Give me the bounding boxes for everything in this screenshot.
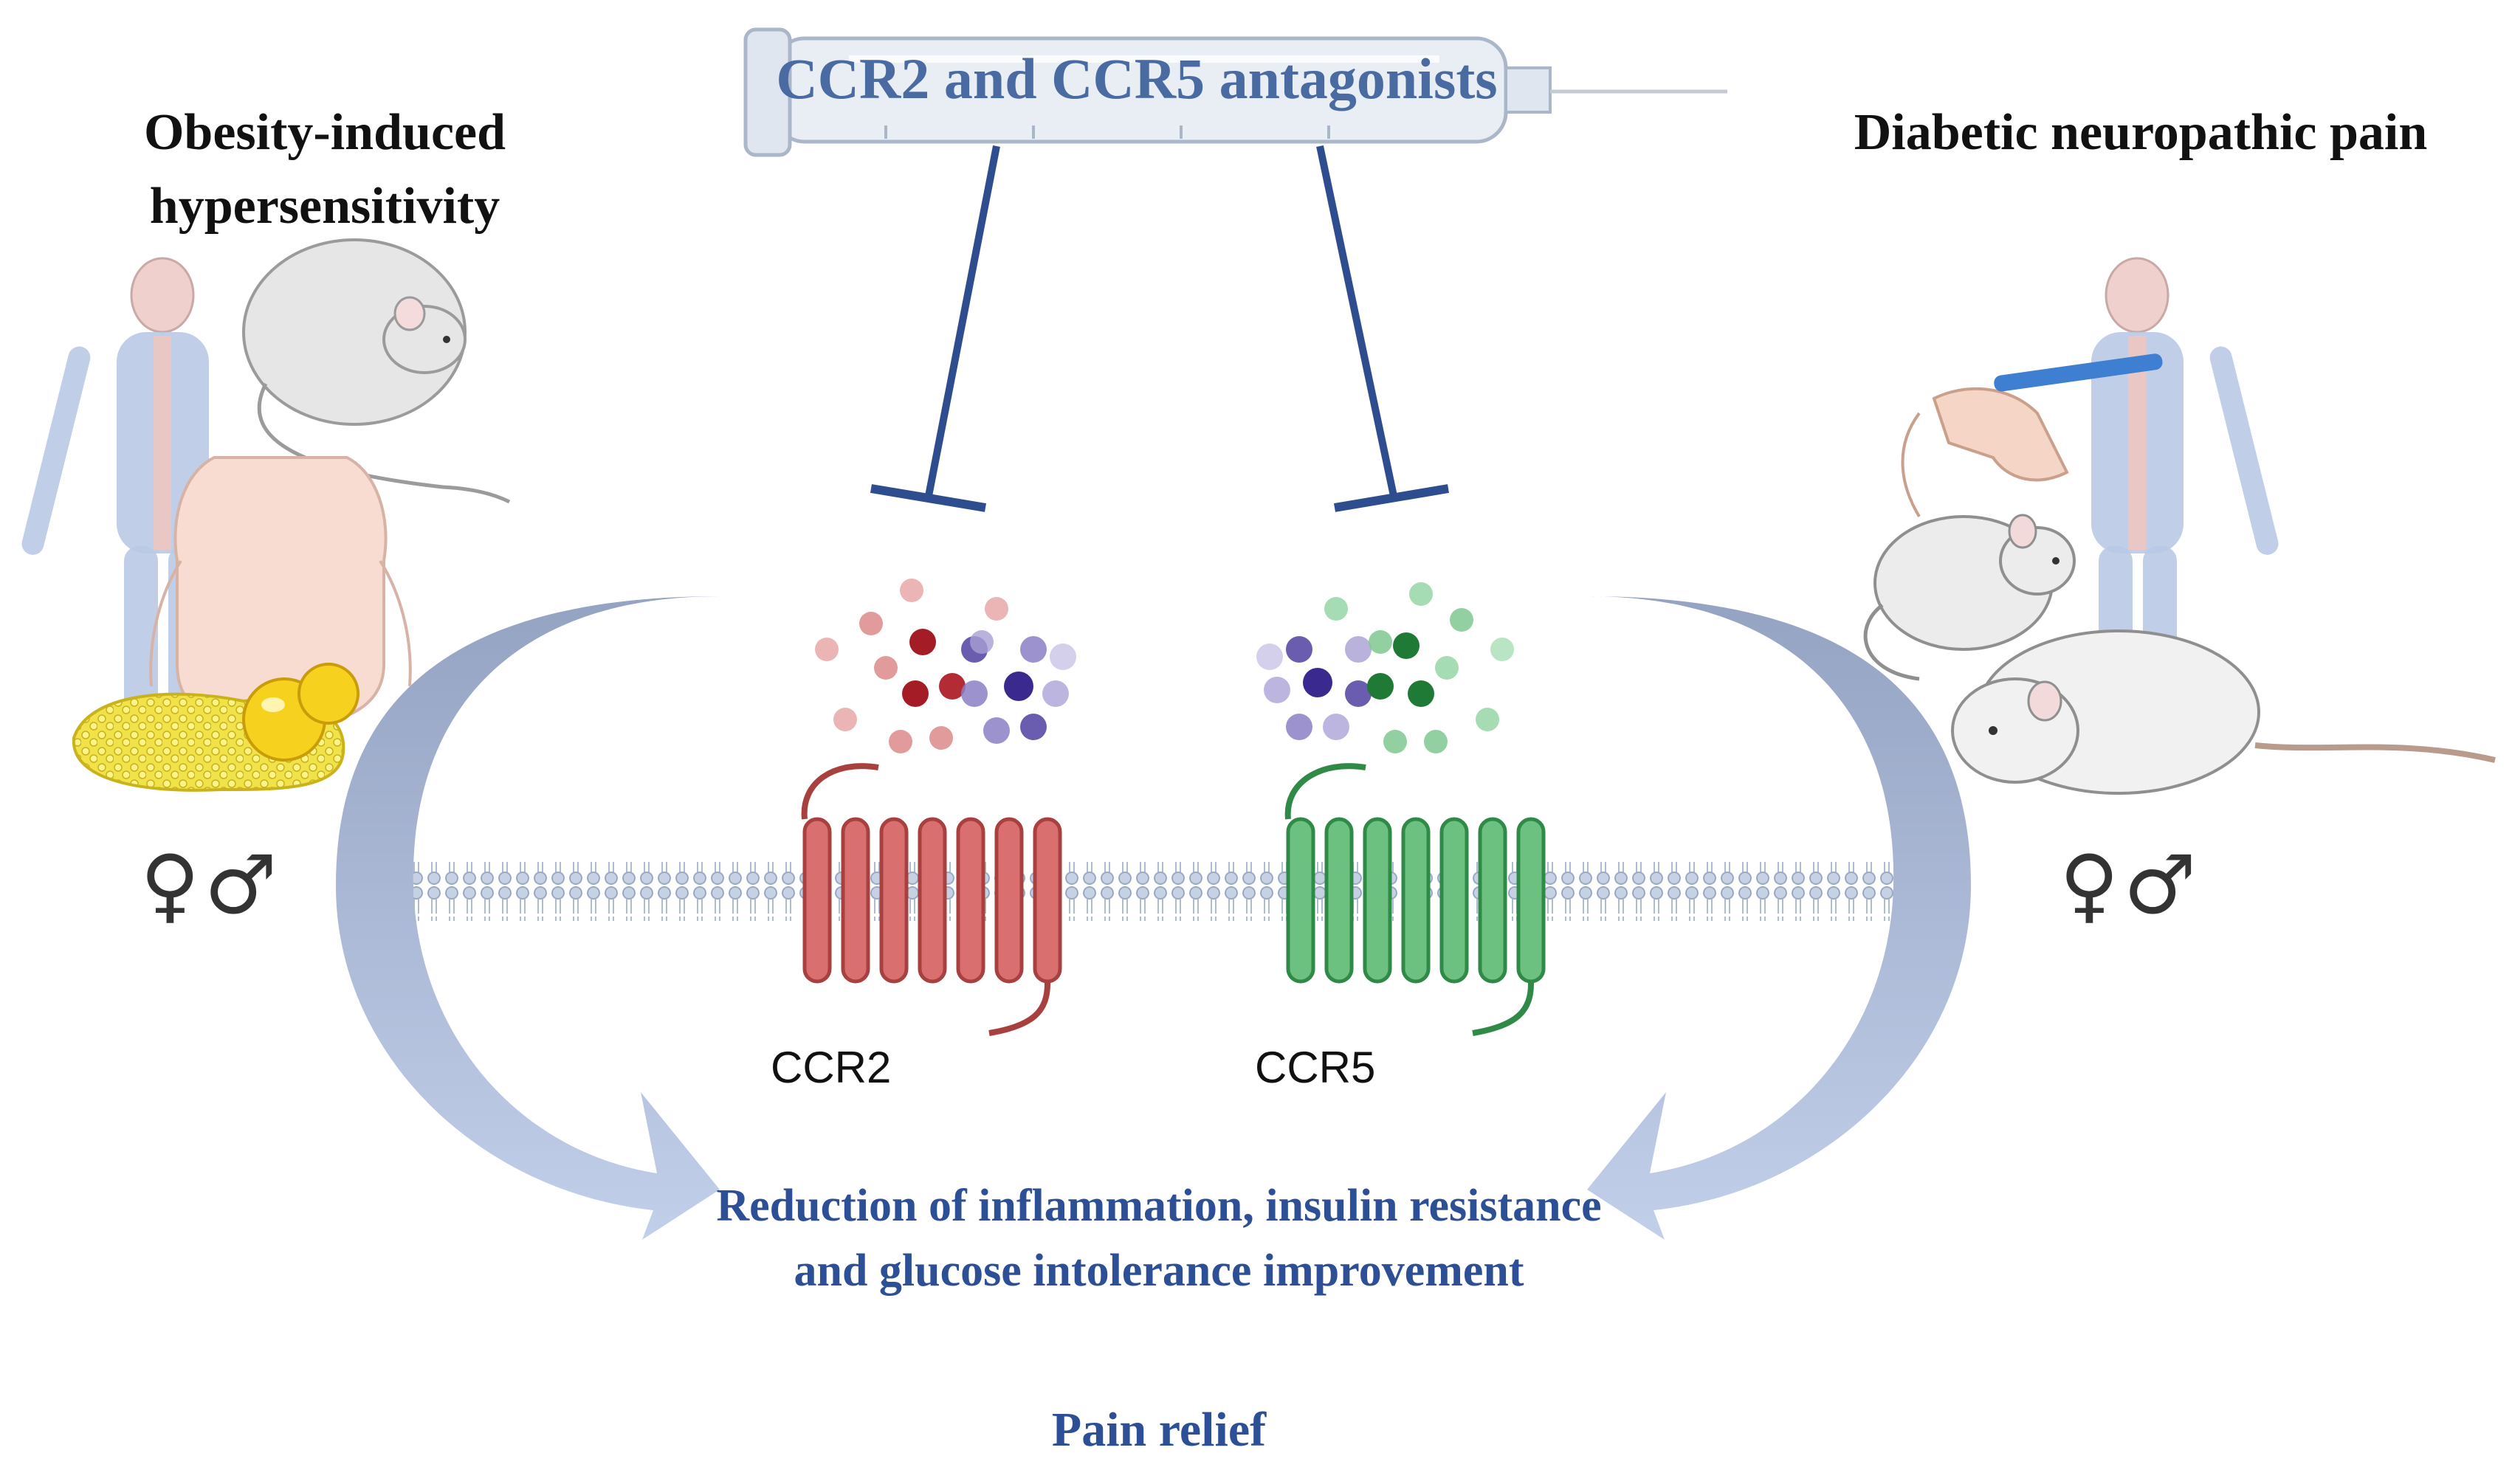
inhibition-line-ccr5 [1316, 145, 1449, 512]
sex-symbols-right: ♀♂ [2060, 838, 2201, 932]
inhibition-line-ccr2 [870, 145, 1000, 512]
left-condition-title: Obesity-induced hypersensitivity [143, 104, 506, 235]
ccr2-label: CCR2 [771, 1043, 892, 1092]
sex-symbols-left: ♀♂ [140, 838, 282, 932]
right-condition-title: Diabetic neuropathic pain [1854, 104, 2428, 161]
hand-monofilament-icon [1901, 353, 2163, 518]
rat-icon [1951, 629, 2496, 795]
chemokine-cloud-icon [815, 579, 1514, 753]
pain-relief-text: Pain relief [1051, 1403, 1267, 1457]
arrow-left-to-outcome [336, 596, 720, 1240]
mouse-icon [242, 238, 511, 504]
ccr5-label: CCR5 [1255, 1043, 1376, 1092]
arrow-right-to-outcome [1587, 596, 1971, 1240]
ccr2-receptor-icon [801, 763, 1062, 1036]
mouse-icon [1863, 514, 2076, 681]
adipose-tissue-icon [72, 663, 359, 792]
membrane-icon [413, 862, 1897, 921]
ccr5-receptor-icon [1284, 763, 1546, 1036]
syringe-icon [743, 27, 1727, 157]
outcome-text: Reduction of inflammation, insulin resis… [716, 1181, 1602, 1296]
treatment-label: CCR2 and CCR5 antagonists [776, 46, 1498, 111]
